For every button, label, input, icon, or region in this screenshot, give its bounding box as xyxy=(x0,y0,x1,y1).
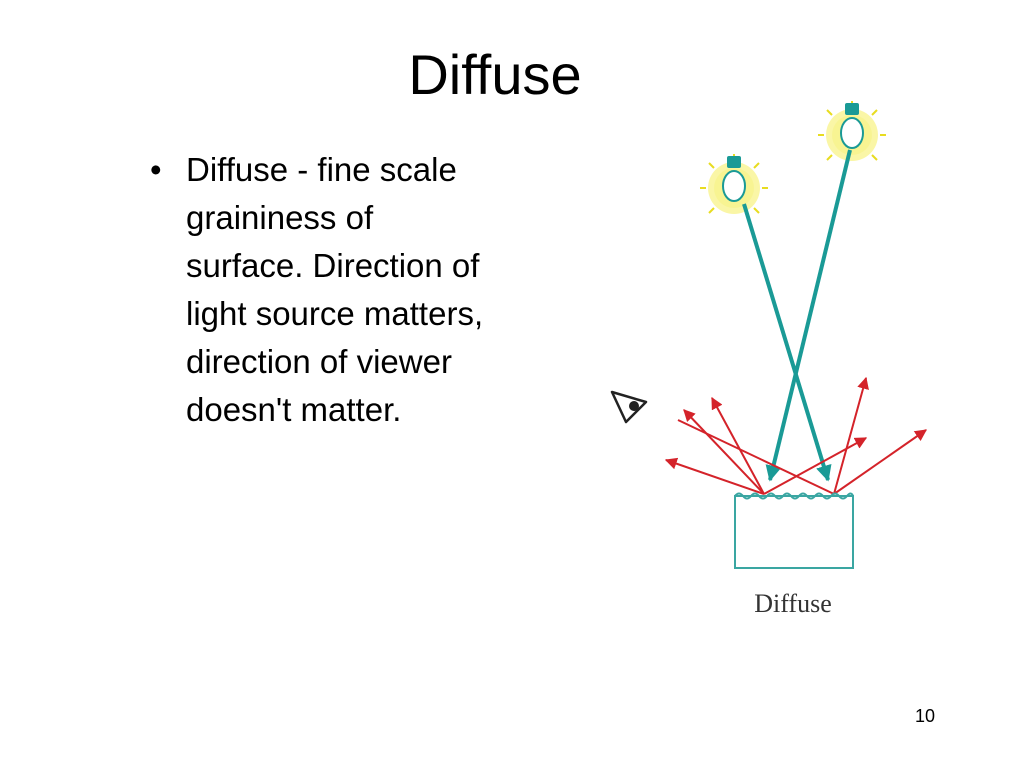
bullet-marker: • xyxy=(150,151,162,188)
diffuse-reflection-diagram: Diffuse xyxy=(610,101,927,618)
page-number: 10 xyxy=(914,706,936,726)
diffuse-surface xyxy=(734,492,854,569)
light-bulb-icon xyxy=(818,101,886,161)
slide-title: Diffuse xyxy=(408,43,582,106)
reflected-rays xyxy=(664,376,927,495)
bullet-list: • Diffuse - fine scale graininess of sur… xyxy=(150,146,490,434)
bullet-item: • Diffuse - fine scale graininess of sur… xyxy=(150,146,490,434)
eye-icon xyxy=(610,390,648,424)
incident-rays xyxy=(742,149,852,482)
diagram-caption: Diffuse xyxy=(754,589,832,618)
bullet-text: Diffuse - fine scale graininess of surfa… xyxy=(186,151,484,428)
light-bulb-icon xyxy=(700,154,768,214)
